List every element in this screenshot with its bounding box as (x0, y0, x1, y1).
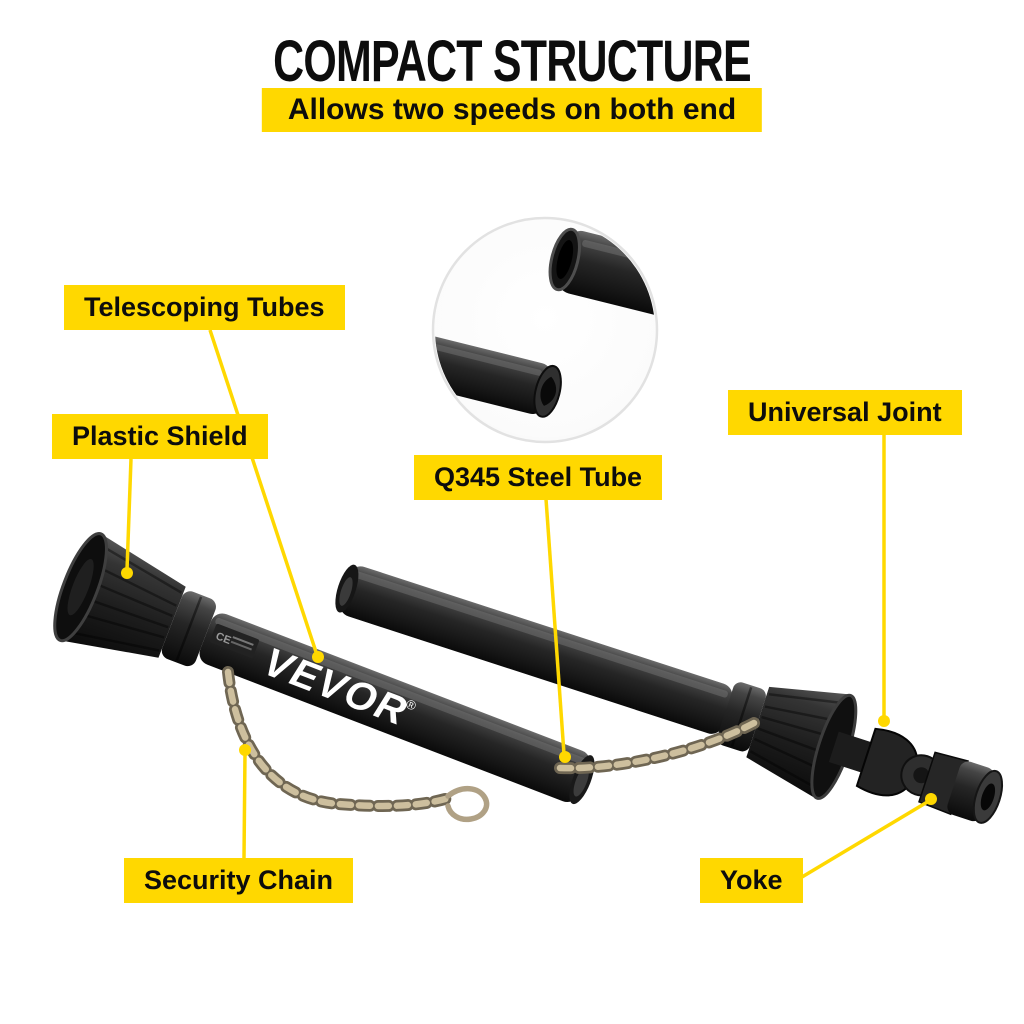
page-title: COMPACT STRUCTURE (273, 29, 752, 94)
universal-joint-yoke (828, 727, 1004, 824)
callout-dot-q345-steel-tube (559, 751, 571, 763)
svg-text:CE: CE (214, 630, 233, 647)
ce-marking: CE (210, 623, 260, 658)
callout-universal-joint: Universal Joint (728, 390, 962, 435)
shield-collar-left (161, 591, 216, 667)
callout-q345-steel-tube: Q345 Steel Tube (414, 455, 663, 500)
callout-dot-plastic-shield (121, 567, 133, 579)
chain-hook (445, 786, 490, 823)
yoke-bore (980, 783, 996, 811)
callout-telescoping-tubes: Telescoping Tubes (64, 285, 345, 330)
shield-ribs-left (63, 542, 182, 652)
detail-inset-circle (431, 216, 659, 444)
plastic-shield-bell-left (53, 532, 186, 658)
pto-shaft-right-half (335, 564, 1004, 824)
callout-security-chain: Security Chain (124, 858, 354, 903)
callout-lines (125, 329, 930, 882)
vevor-logo: VEVOR ® (258, 640, 419, 735)
inner-tube-profile-bore (540, 376, 557, 406)
callout-line-telescoping-tubes (208, 329, 319, 656)
callout-dots (121, 567, 937, 805)
callout-line-q345-steel-tube (544, 498, 566, 755)
telescoping-tube-upper (335, 564, 733, 734)
callout-dot-telescoping-tubes (312, 651, 324, 663)
subtitle-banner: Allows two speeds on both end (261, 88, 763, 132)
callout-dot-security-chain (239, 744, 251, 756)
callout-yoke: Yoke (700, 858, 803, 903)
callout-line-plastic-shield (125, 458, 133, 571)
callout-dot-universal-joint (878, 715, 890, 727)
shield-ribs-right (749, 692, 846, 791)
security-chain (222, 666, 762, 823)
callout-dot-yoke (925, 793, 937, 805)
svg-text:VEVOR: VEVOR (258, 640, 414, 735)
callout-plastic-shield: Plastic Shield (52, 414, 268, 459)
callout-line-yoke (796, 799, 930, 882)
callout-line-security-chain (242, 752, 247, 859)
